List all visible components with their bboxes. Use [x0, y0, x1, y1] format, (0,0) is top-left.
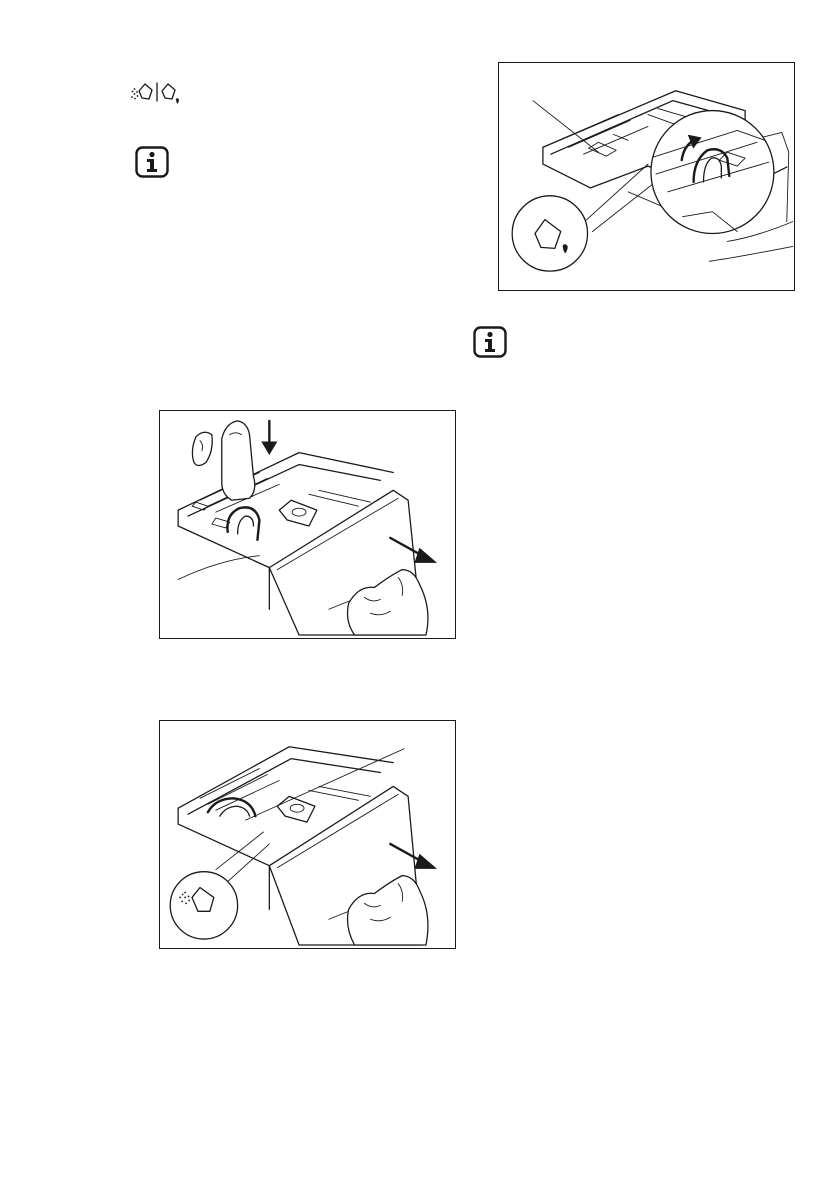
- figure-flap-up-liquid: [498, 62, 795, 291]
- information-icon: [473, 326, 507, 358]
- powder-liquid-detergent-icon: [130, 80, 184, 106]
- figure-press-release-pull-drawer: [159, 410, 456, 639]
- figure-flap-down-powder: [159, 720, 456, 949]
- information-icon: [135, 146, 169, 178]
